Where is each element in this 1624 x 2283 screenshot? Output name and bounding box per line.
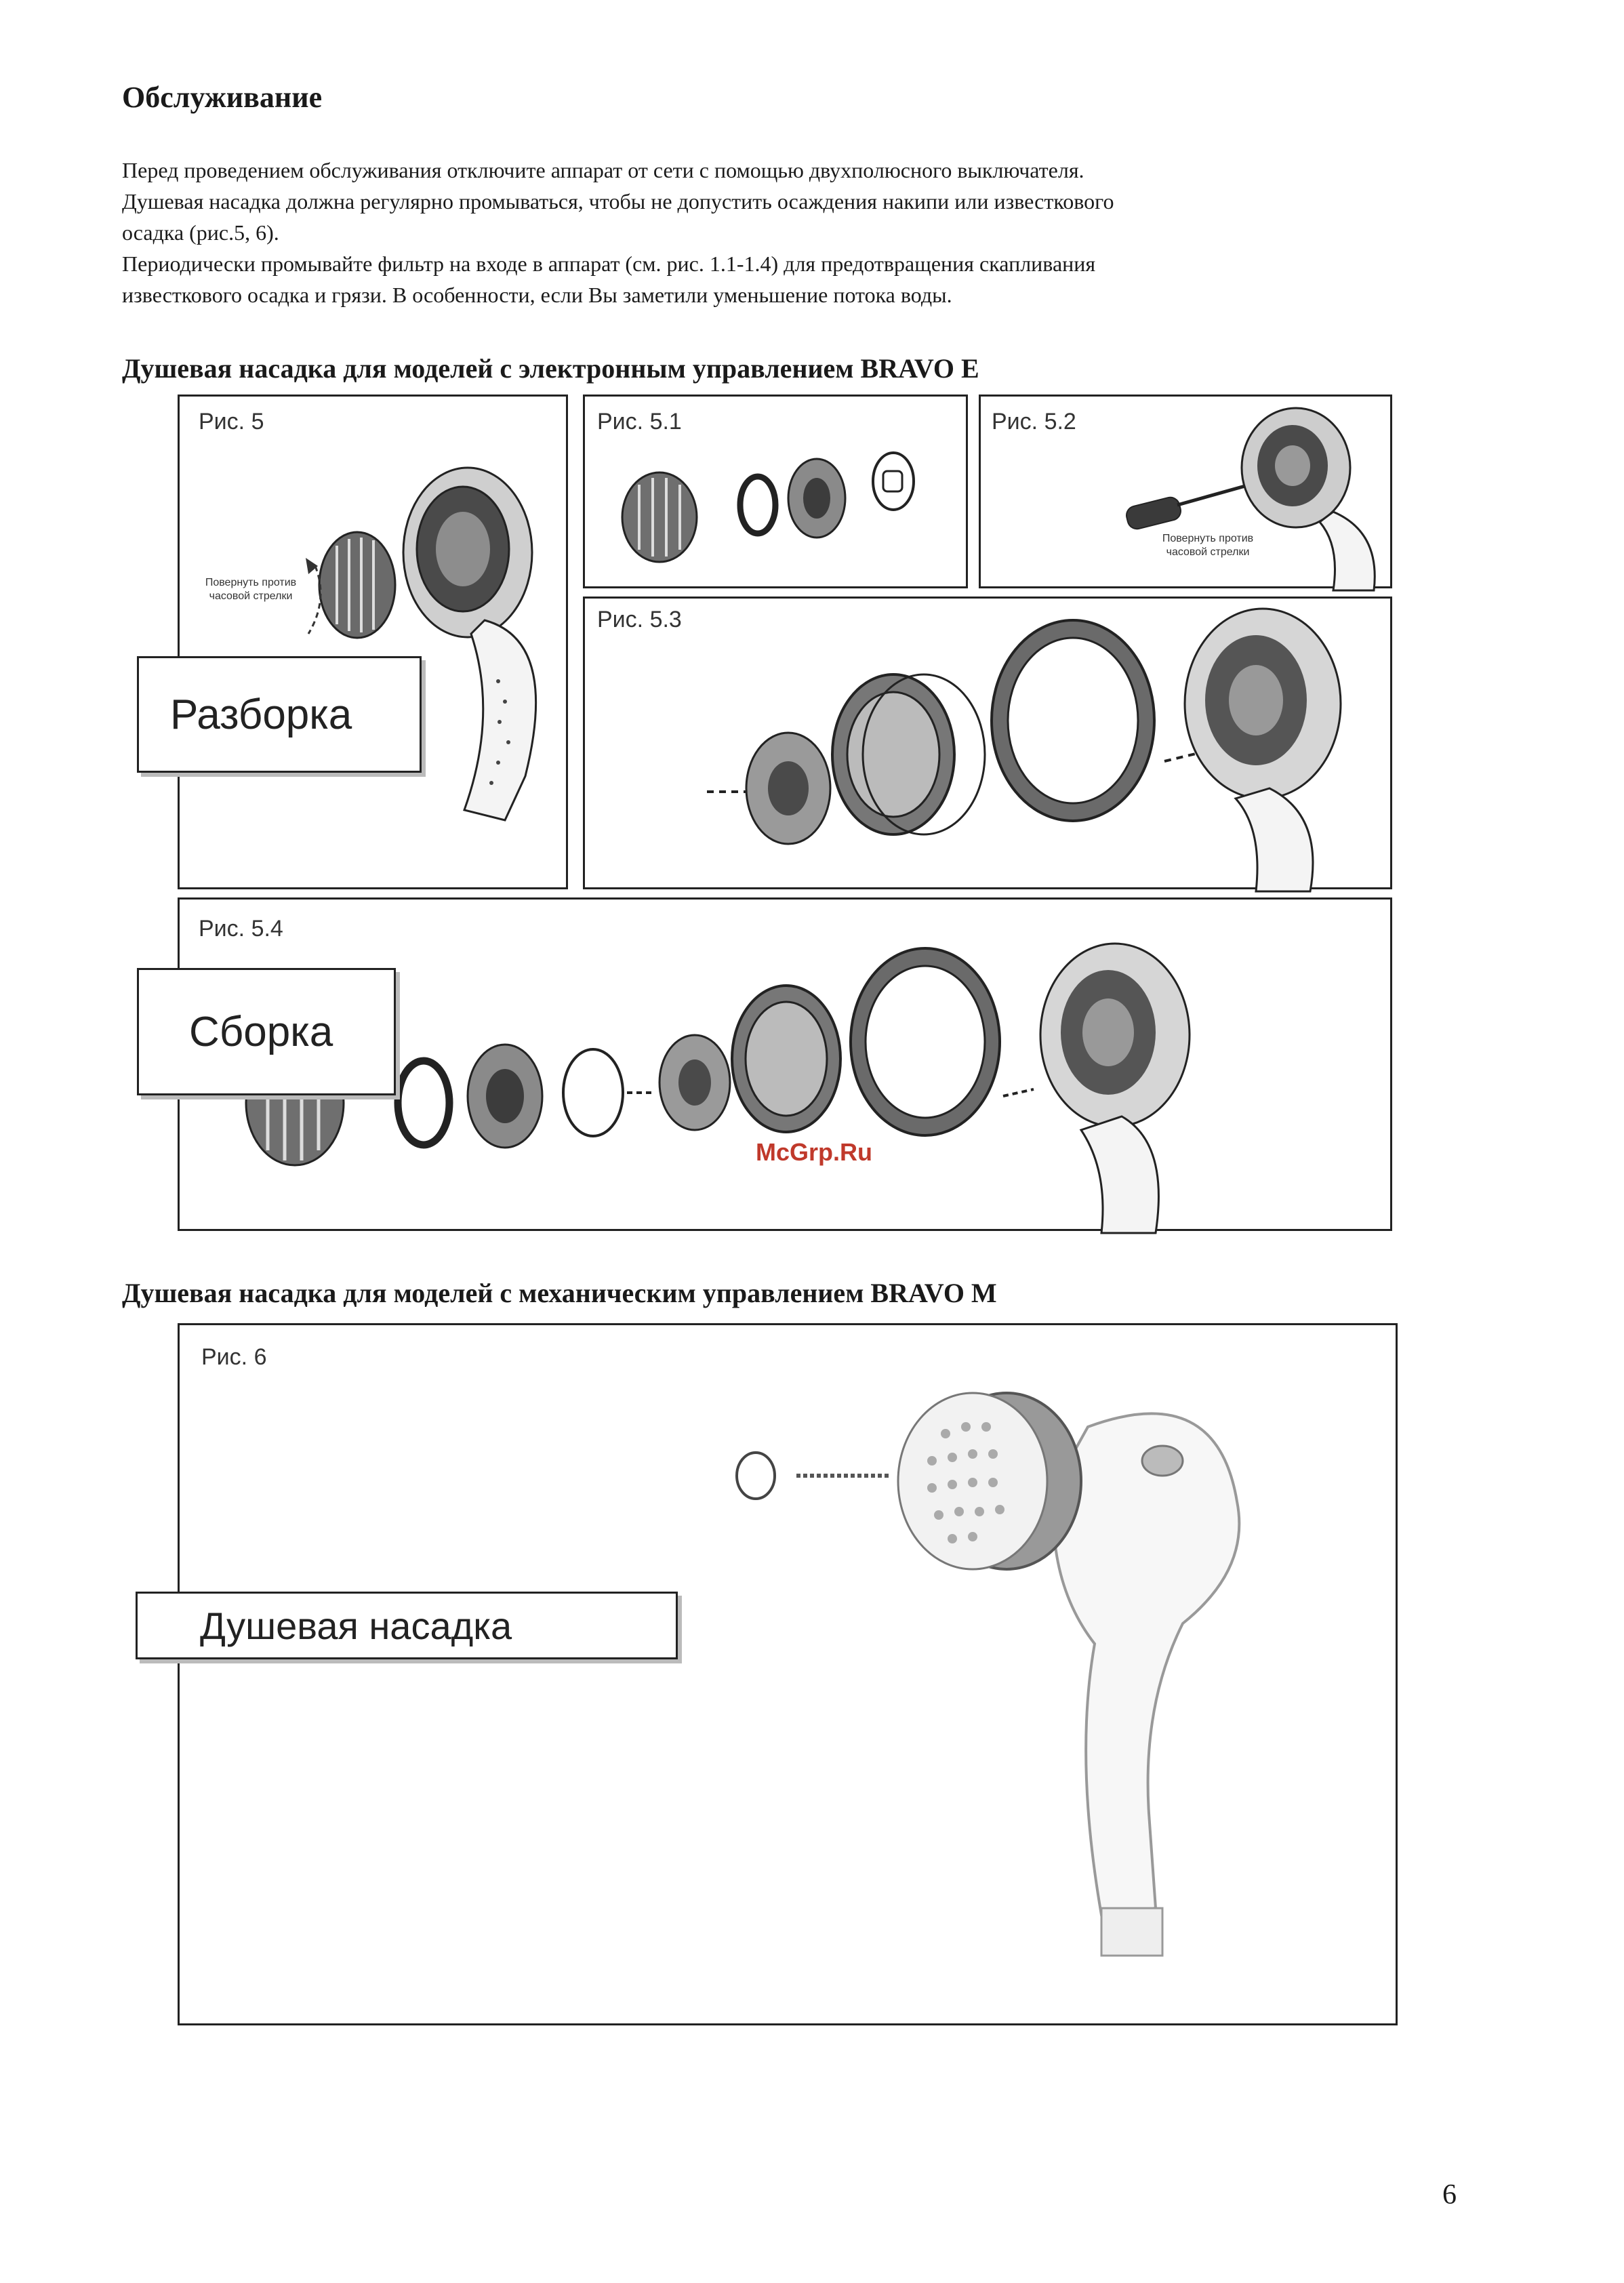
figure-caption: Рис. 5 [199,409,264,435]
assembly-drawing [245,942,1191,1234]
rotation-note: Повернуть против часовой стрелки [1150,532,1265,559]
figure-caption: Рис. 5.2 [992,409,1076,435]
rotation-note-line: часовой стрелки [1166,546,1250,558]
paragraph-line: Душевая насадка должна регулярно промыва… [122,189,1114,214]
figure-5-2: Рис. 5.2 Повернуть против часовой стрелк… [979,395,1392,592]
figure-caption: Рис. 5.1 [597,409,682,435]
assembly-label: Сборка [137,968,396,1095]
rotation-note-line: Повернуть против [205,577,297,588]
section-e-title: Душевая насадка для моделей с электронны… [122,353,979,384]
paragraph-line: известкового осадка и грязи. В особеннос… [122,283,952,307]
paragraph-line: Перед проведением обслуживания отключите… [122,158,1084,182]
watermark: McGrp.Ru [756,1138,873,1166]
page-heading: Обслуживание [122,81,323,114]
shower-head-disassembly-drawing [306,466,537,822]
rotation-note-line: Повернуть против [1162,533,1254,544]
page-number: 6 [1442,2179,1457,2210]
maintenance-text: Перед проведением обслуживания отключите… [122,155,1478,310]
figure-caption: Рис. 5.4 [199,916,283,942]
filter-parts-drawing [621,451,915,563]
figure-caption: Рис. 6 [201,1344,267,1370]
shower-head-label: Душевая насадка [136,1592,678,1659]
section-m-title: Душевая насадка для моделей с механическ… [122,1278,997,1308]
figure-caption: Рис. 5.3 [597,607,682,632]
disassembly-label: Разборка [137,656,422,773]
figure-5-1: Рис. 5.1 [583,395,968,588]
paragraph-line: Периодически промывайте фильтр на входе … [122,251,1096,276]
paragraph-line: осадка (рис.5, 6). [122,220,279,245]
exploded-parts-drawing [707,607,1342,893]
figure-6: Рис. 6 [178,1323,1398,2025]
rotation-note: Повернуть против часовой стрелки [193,576,308,603]
figure-5: Рис. 5 Повернуть против часовой стрелки [178,395,568,889]
figure-5-3: Рис. 5.3 [583,597,1392,893]
screwdriver-drawing [1126,407,1376,592]
rotation-note-line: часовой стрелки [209,590,293,602]
mechanical-shower-head-drawing [735,1392,1241,1957]
